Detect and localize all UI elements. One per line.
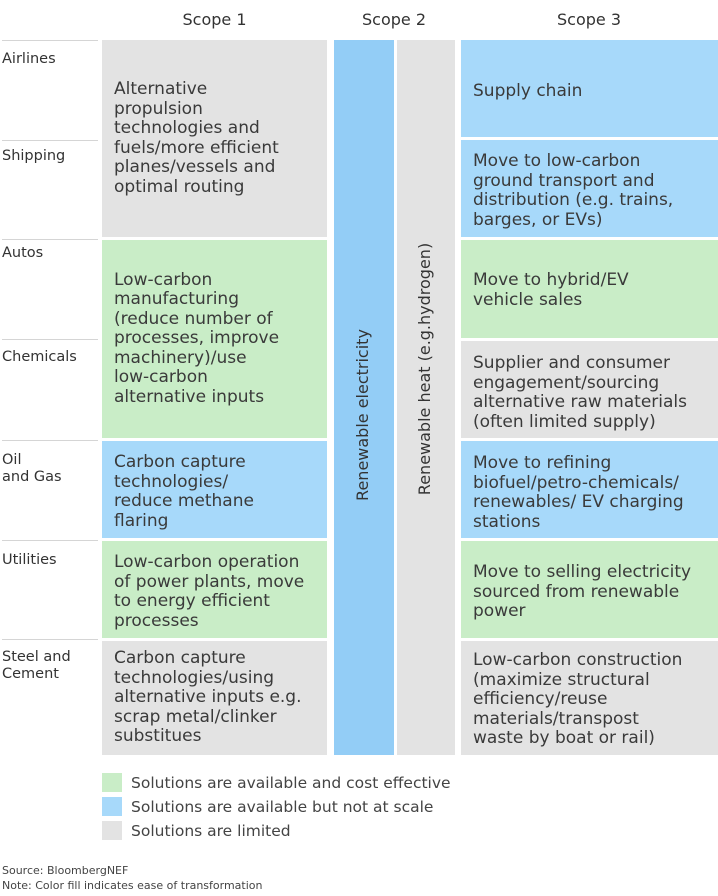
industry-utilities: Utilities xyxy=(2,552,57,568)
industry-oil-gas-line2: and Gas xyxy=(2,469,62,485)
scope2-header: Scope 2 xyxy=(361,10,426,29)
footer-source: Source: BloombergNEF xyxy=(2,864,129,877)
cell-line: Move to refining xyxy=(473,453,612,473)
cell-line: Move to selling electricity xyxy=(473,562,692,582)
cell-line: Supplier and consumer xyxy=(473,353,670,373)
cell-line: (often limited supply) xyxy=(473,411,656,432)
industry-steel-line1: Steel and xyxy=(2,649,71,665)
cell-line: technologies/ xyxy=(114,471,229,492)
industry-shipping: Shipping xyxy=(2,148,66,164)
legend-label-green: Solutions are available and cost effecti… xyxy=(131,774,451,792)
row-separator xyxy=(2,540,98,541)
cell-line: Carbon capture xyxy=(114,648,246,668)
scope3-utilities-cell: Move to selling electricity sourced from… xyxy=(461,541,718,638)
cell-line: stations xyxy=(473,511,541,532)
cell-line: efficiency/reuse xyxy=(473,689,608,709)
cell-line: power xyxy=(473,601,526,621)
footer-note: Note: Color fill indicates ease of trans… xyxy=(2,879,263,892)
row-separator xyxy=(2,440,98,441)
scope1-steel-cement-cell: Carbon capture technologies/using altern… xyxy=(102,641,327,755)
legend-swatch-blue xyxy=(102,797,122,816)
cell-line: materials/transpost xyxy=(473,708,639,729)
cell-line: to energy efficient xyxy=(114,591,270,611)
cell-line: barges, or EVs) xyxy=(473,209,603,230)
scope1-autos-chemicals-cell: Low-carbon manufacturing (reduce number … xyxy=(102,240,327,438)
row-separator xyxy=(2,339,98,340)
scope3-oil-gas-cell: Move to refining biofuel/petro-chemicals… xyxy=(461,441,718,538)
cell-line: alternative raw materials xyxy=(473,392,687,412)
industry-autos: Autos xyxy=(2,245,44,261)
cell-line: distribution (e.g. trains, xyxy=(473,190,674,210)
scope2-electricity-column xyxy=(334,40,394,755)
legend-label-blue: Solutions are available but not at scale xyxy=(131,798,434,816)
cell-line: Supply chain xyxy=(473,81,583,101)
scope3-airlines-cell: Supply chain xyxy=(461,40,718,137)
industry-chemicals: Chemicals xyxy=(2,349,77,365)
cell-line: Alternative xyxy=(114,79,208,99)
cell-line: processes, improve xyxy=(114,328,280,349)
cell-line: waste by boat or rail) xyxy=(473,728,655,748)
row-separator xyxy=(2,639,98,640)
cell-line: (reduce number of xyxy=(114,308,273,329)
cell-line: (maximize structural xyxy=(473,669,650,690)
cell-line: flaring xyxy=(114,510,169,531)
cell-line: fuels/more efficient xyxy=(114,137,279,158)
row-separator xyxy=(2,239,98,240)
cell-line: technologies/using xyxy=(114,667,275,688)
scope2-heat-label: Renewable heat (e.g.hydrogen) xyxy=(415,242,434,496)
scope1-utilities-cell: Low-carbon operation of power plants, mo… xyxy=(102,541,327,638)
row-separator xyxy=(2,40,98,41)
industry-steel-line2: Cement xyxy=(2,666,59,682)
scope2-heat-column xyxy=(397,40,455,755)
cell-line: optimal routing xyxy=(114,176,245,197)
cell-line: manufacturing xyxy=(114,289,239,310)
scope3-shipping-cell: Move to low-carbon ground transport and … xyxy=(461,140,718,237)
industry-steel-cement: Steel and Cement xyxy=(2,649,98,683)
cell-line: Carbon capture xyxy=(114,452,246,472)
legend-swatch-green xyxy=(102,773,122,792)
cell-line: Low-carbon xyxy=(114,269,213,290)
cell-line: biofuel/petro-chemicals/ xyxy=(473,472,679,493)
scope3-header: Scope 3 xyxy=(556,10,621,29)
row-separator xyxy=(2,140,98,141)
cell-line: reduce methane xyxy=(114,491,254,511)
cell-line: propulsion xyxy=(114,98,203,119)
industry-oil-gas-line1: Oil xyxy=(2,452,22,468)
legend-swatch-gray xyxy=(102,821,122,840)
cell-line: planes/vessels and xyxy=(114,157,276,177)
cell-line: Low-carbon construction xyxy=(473,650,683,670)
cell-line: sourced from renewable xyxy=(473,581,680,602)
scope3-autos-cell: Move to hybrid/EV vehicle sales xyxy=(461,240,718,338)
cell-line: substitues xyxy=(114,726,202,746)
scope2-electricity-label: Renewable electricity xyxy=(353,329,372,501)
cell-line: alternative inputs e.g. xyxy=(114,687,302,707)
cell-line: Move to low-carbon xyxy=(473,151,641,171)
industry-airlines: Airlines xyxy=(2,51,56,67)
scope3-chemicals-cell: Supplier and consumer engagement/sourcin… xyxy=(461,341,718,438)
industry-oil-gas: Oil and Gas xyxy=(2,452,98,486)
cell-line: vehicle sales xyxy=(473,289,583,310)
scope1-header: Scope 1 xyxy=(182,10,247,29)
cell-line: renewables/ EV charging xyxy=(473,492,684,512)
cell-line: low-carbon xyxy=(114,367,208,388)
cell-line: scrap metal/clinker xyxy=(114,706,277,727)
cell-line: Move to hybrid/EV xyxy=(473,270,629,290)
cell-line: engagement/sourcing xyxy=(473,372,660,393)
cell-line: ground transport and xyxy=(473,170,655,191)
scope3-steel-cement-cell: Low-carbon construction (maximize struct… xyxy=(461,641,718,755)
legend-label-gray: Solutions are limited xyxy=(131,822,291,840)
cell-line: Low-carbon operation xyxy=(114,552,300,572)
scope1-airlines-shipping-cell: Alternative propulsion technologies and … xyxy=(102,40,327,237)
cell-line: machinery)/use xyxy=(114,347,247,368)
cell-line: of power plants, move xyxy=(114,571,305,592)
cell-line: alternative inputs xyxy=(114,386,265,407)
cell-line: processes xyxy=(114,610,199,631)
scope1-oil-gas-cell: Carbon capture technologies/ reduce meth… xyxy=(102,441,327,538)
cell-line: technologies and xyxy=(114,118,260,138)
